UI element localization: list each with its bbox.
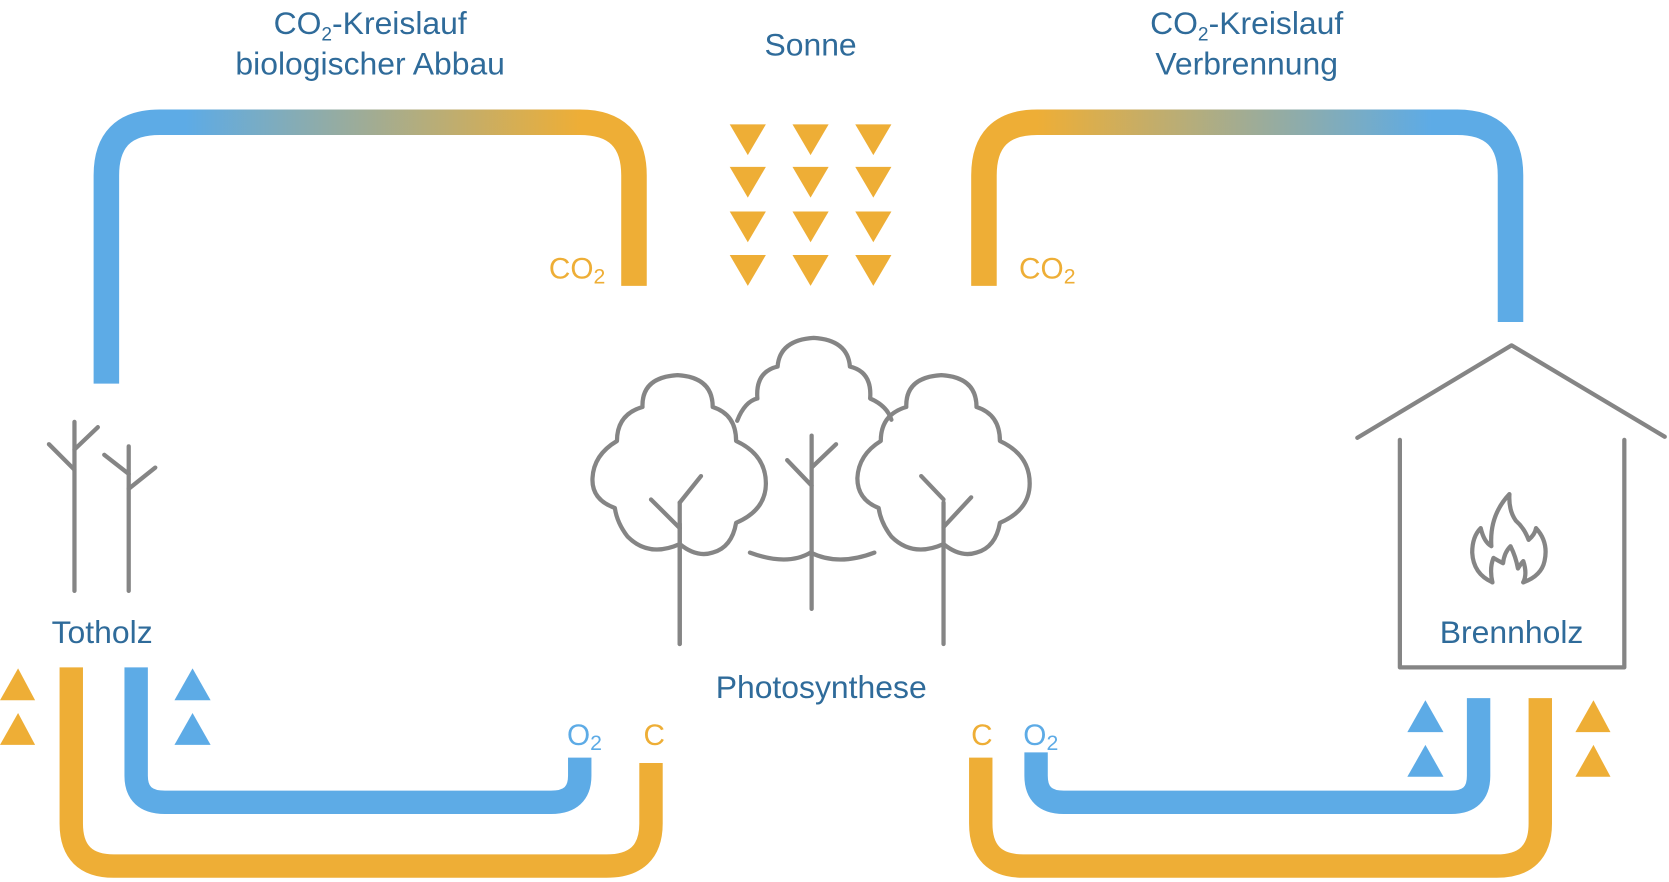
down-triangle-icon: [792, 124, 829, 156]
sun-label: Sonne: [764, 26, 856, 62]
up-triangle-icon: [1575, 700, 1611, 733]
up-triangle-icon: [174, 668, 211, 701]
down-triangle-icon: [729, 255, 766, 286]
up-arrows-left-blue: [174, 668, 211, 745]
photosynthesis-label: Photosynthese: [716, 669, 927, 705]
cycle-title-biological: CO2-Kreislauf: [274, 5, 467, 45]
cycle-pipe-biological: [93, 109, 647, 384]
up-arrows-left-orange: [0, 668, 36, 745]
o2-label-right: O2: [1023, 719, 1058, 755]
carbon-pipe-left: [59, 667, 663, 878]
c-label-right: C: [971, 719, 993, 752]
down-triangle-icon: [855, 255, 892, 286]
up-triangle-icon: [1407, 744, 1444, 777]
down-triangle-icon: [792, 211, 829, 243]
down-triangle-icon: [729, 124, 766, 156]
down-triangle-icon: [792, 255, 829, 286]
carbon-pipe-right: [969, 698, 1552, 878]
cycle-pipe-combustion: [971, 109, 1524, 322]
up-triangle-icon: [1407, 700, 1444, 733]
bare-trees-icon: [46, 419, 158, 593]
up-arrows-right-orange: [1575, 700, 1611, 777]
co2-label-left: CO2: [549, 252, 605, 288]
up-triangle-icon: [174, 713, 211, 745]
firewood-label: Brennholz: [1440, 614, 1584, 650]
up-triangle-icon: [0, 668, 36, 701]
trees-icon: [590, 335, 1032, 647]
c-label-left: C: [644, 719, 666, 752]
oxygen-pipe-left: [124, 667, 592, 814]
cycle-subtitle-combustion: Verbrennung: [1155, 45, 1338, 81]
up-triangle-icon: [1575, 744, 1611, 777]
down-triangle-icon: [855, 211, 892, 243]
house-icon: [1355, 343, 1667, 670]
o2-label-left: O2: [567, 719, 602, 755]
co2-label-right: CO2: [1019, 252, 1075, 288]
deadwood-label: Totholz: [52, 614, 153, 650]
cycle-subtitle-biological: biologischer Abbau: [235, 45, 505, 81]
down-triangle-icon: [855, 166, 892, 198]
up-triangle-icon: [0, 713, 36, 745]
sun-rays-icon: [729, 124, 892, 286]
flame-icon: [1470, 492, 1548, 585]
down-triangle-icon: [855, 124, 892, 156]
down-triangle-icon: [729, 166, 766, 198]
down-triangle-icon: [729, 211, 766, 243]
cycle-title-combustion: CO2-Kreislauf: [1150, 5, 1343, 45]
oxygen-pipe-right: [1024, 698, 1491, 814]
down-triangle-icon: [792, 166, 829, 198]
up-arrows-right-blue: [1407, 700, 1444, 777]
